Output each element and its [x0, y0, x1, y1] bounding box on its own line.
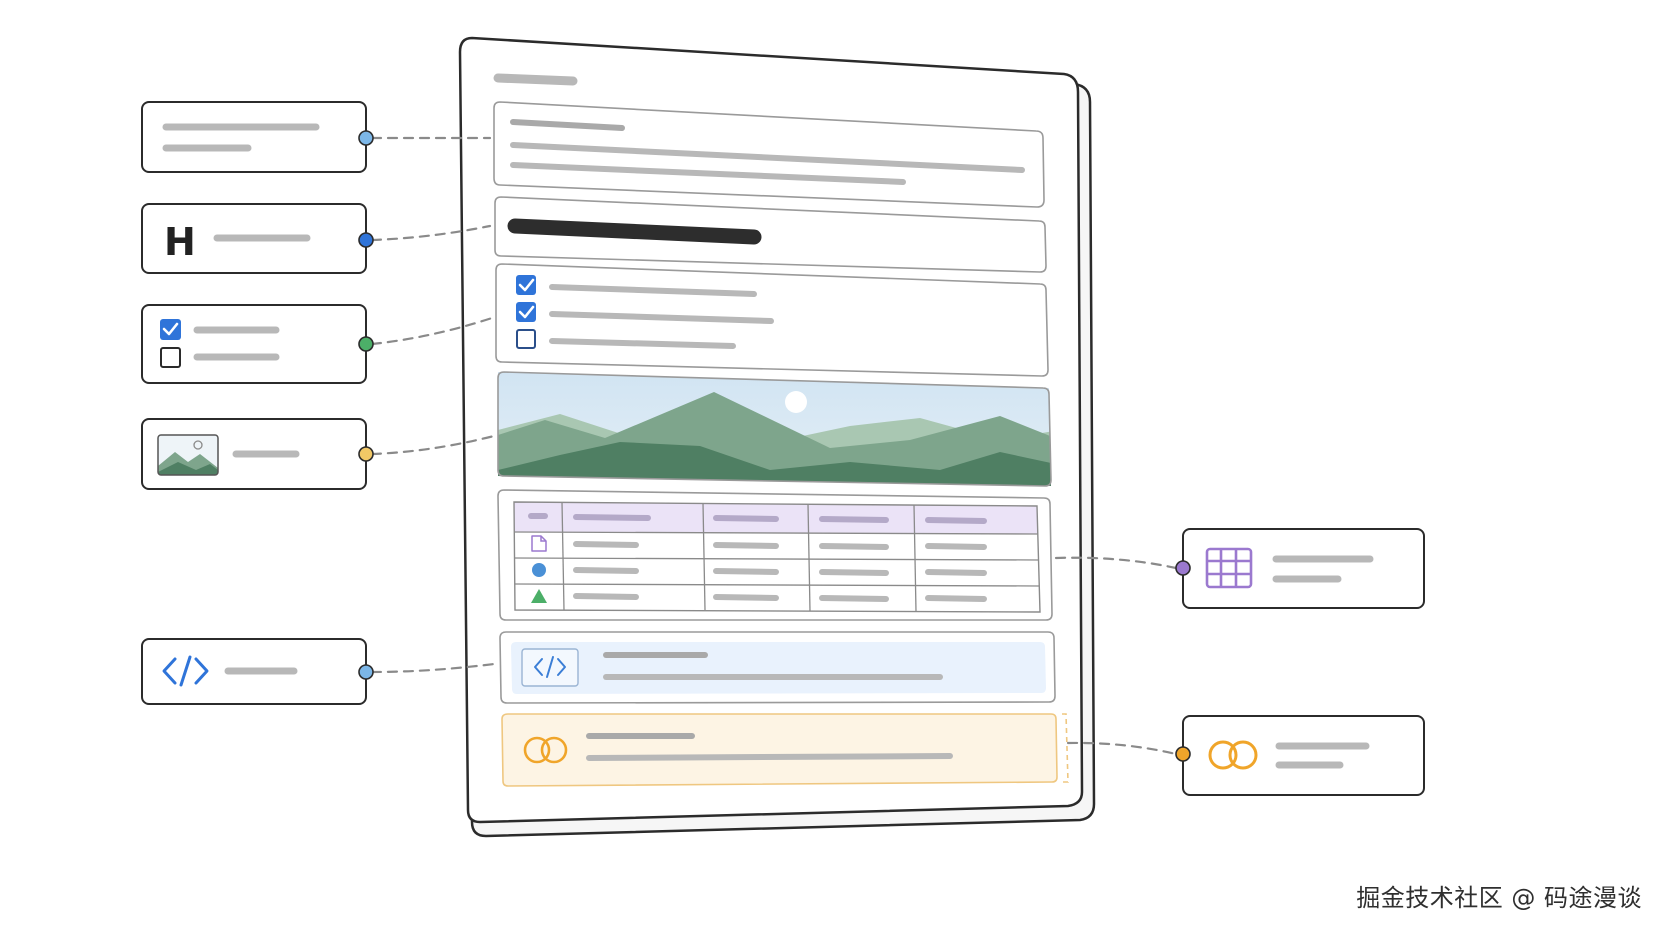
text-block [493, 101, 1045, 208]
connector-dot [358, 664, 374, 680]
connector-heading [370, 224, 492, 242]
connector-dot [358, 232, 374, 248]
connector-dot [358, 130, 374, 146]
linked-rings-icon [1208, 740, 1258, 770]
checkbox-empty-icon [516, 329, 536, 349]
image-icon [157, 434, 219, 476]
code-block [499, 631, 1056, 704]
todo-block-card [141, 304, 374, 384]
connector-sync [1066, 741, 1178, 756]
watermark: 掘金技术社区 @ 码途漫谈 [1356, 884, 1642, 912]
file-icon [531, 535, 547, 552]
code-brackets-icon [521, 648, 579, 687]
connector-dot [1175, 560, 1191, 576]
triangle-icon [531, 589, 547, 603]
todo-block [495, 263, 1049, 377]
checkbox-checked-icon [516, 275, 536, 295]
checkbox-empty-icon [160, 347, 181, 368]
heading-block [494, 196, 1047, 273]
connector-dot [1175, 746, 1191, 762]
table-block-card [1175, 528, 1425, 609]
circle-icon [532, 563, 546, 577]
table-grid-icon [1205, 547, 1253, 589]
code-brackets-icon [162, 655, 209, 687]
linked-rings-icon [523, 736, 568, 764]
checkbox-checked-icon [160, 319, 181, 340]
connector-dot [358, 446, 374, 462]
image-block-card [141, 418, 374, 490]
code-block-card [141, 638, 374, 705]
table-block [497, 489, 1053, 621]
synced-block [501, 713, 1069, 787]
page-title-placeholder [493, 73, 578, 86]
synced-block-card [1175, 715, 1425, 796]
heading-block-card: H [141, 203, 374, 274]
connectors [370, 136, 1178, 756]
text-block-card [141, 101, 374, 173]
connector-dot [358, 336, 374, 352]
heading-h-icon: H [164, 220, 196, 264]
checkbox-checked-icon [516, 302, 536, 322]
